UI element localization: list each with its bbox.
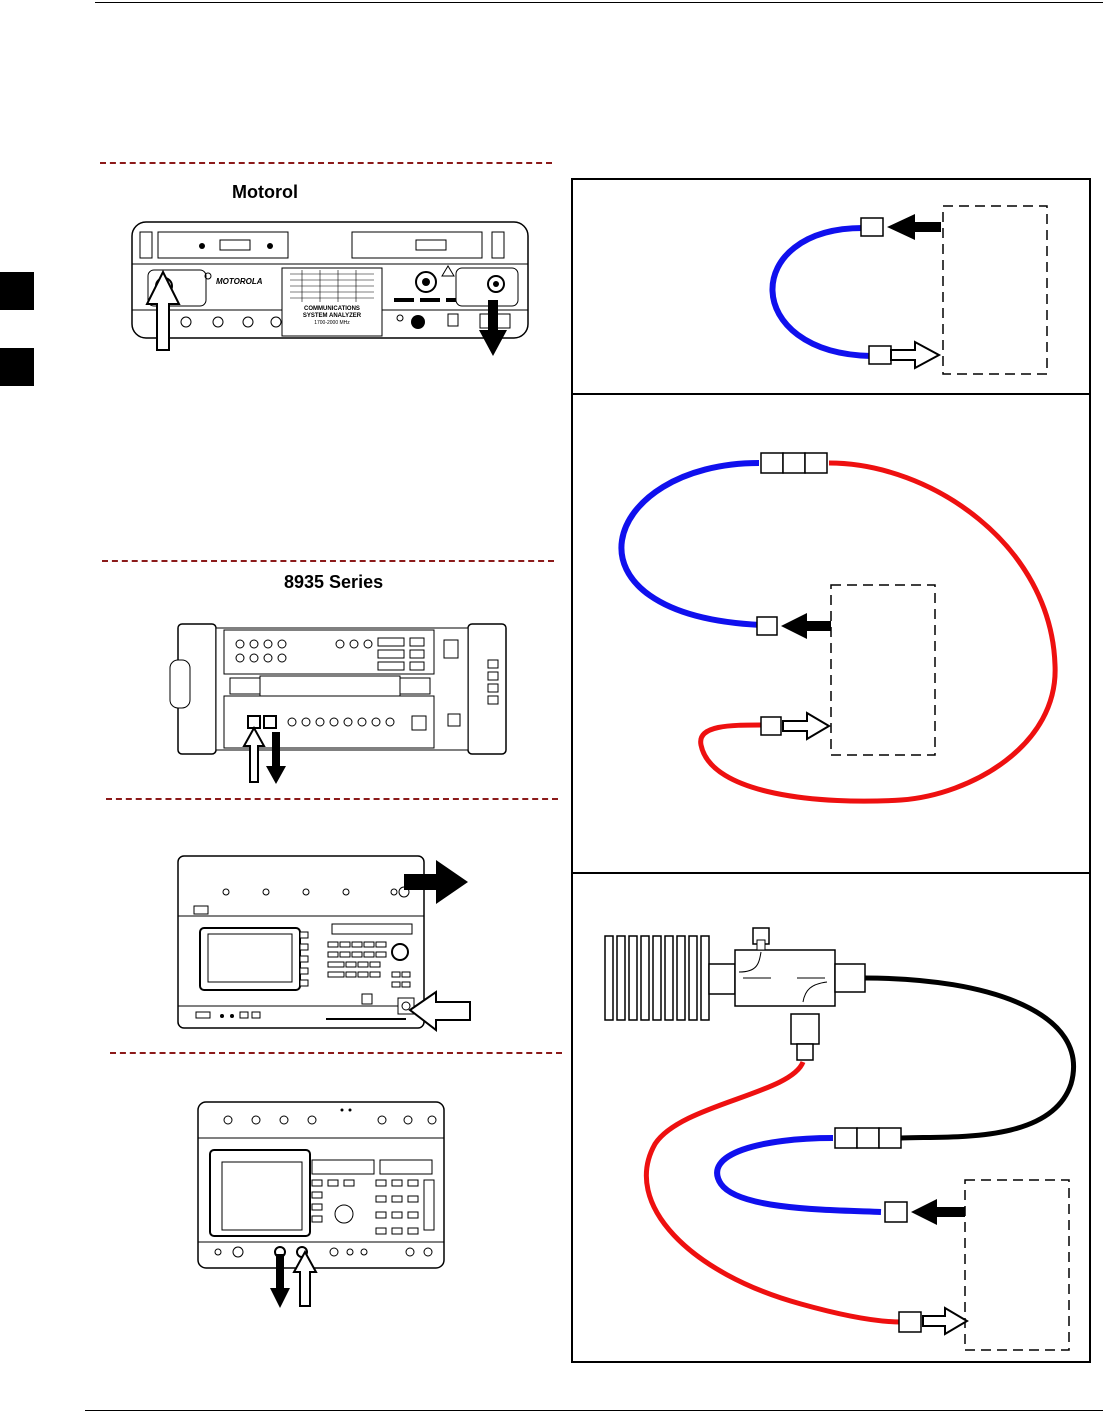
motorola-input-arrow	[145, 270, 181, 351]
motorola-analyzer-illustration: MOTOROLA COMMUNICATIONS SYSTEM ANALYZER …	[131, 221, 529, 339]
brand-text: MOTOROLA	[216, 277, 263, 286]
frame-divider-1	[571, 393, 1091, 395]
comm-analyzer-input-arrow	[292, 1250, 318, 1307]
separator-8935	[102, 560, 554, 562]
label-motorola: Motorol	[232, 182, 298, 202]
connection-diagram-frame	[571, 178, 1091, 1363]
bottom-rule	[85, 1410, 1103, 1411]
comm-analyzer-output-arrow	[270, 1254, 290, 1308]
side-tab-upper	[0, 272, 34, 310]
label-8935-series: 8935 Series	[284, 572, 384, 592]
panel-title-3: 1700-2000 MHz	[314, 320, 350, 326]
top-rule	[95, 2, 1103, 3]
separator-analyzer-3	[106, 798, 558, 800]
motorola-output-arrow	[479, 300, 507, 356]
panel-1-cable-diagram	[769, 205, 1048, 375]
hp8935-analyzer-illustration	[169, 623, 507, 755]
spectrum-output-arrow	[404, 860, 468, 904]
panel-title-1: COMMUNICATIONS	[304, 306, 360, 312]
panel-title-2: SYSTEM ANALYZER	[303, 313, 362, 319]
separator-motorola	[100, 162, 552, 164]
separator-analyzer-4	[110, 1052, 562, 1054]
panel-2-cable-diagram	[618, 452, 1058, 804]
hp8935-output-arrow	[266, 732, 286, 784]
side-tab-lower	[0, 348, 34, 386]
spectrum-input-arrow	[408, 990, 471, 1032]
panel-3-cable-diagram	[604, 927, 1076, 1351]
frame-divider-2	[571, 872, 1091, 874]
spectrum-analyzer-illustration	[177, 855, 425, 1029]
hp8935-input-arrow	[242, 726, 266, 783]
communications-analyzer-illustration	[197, 1101, 445, 1269]
